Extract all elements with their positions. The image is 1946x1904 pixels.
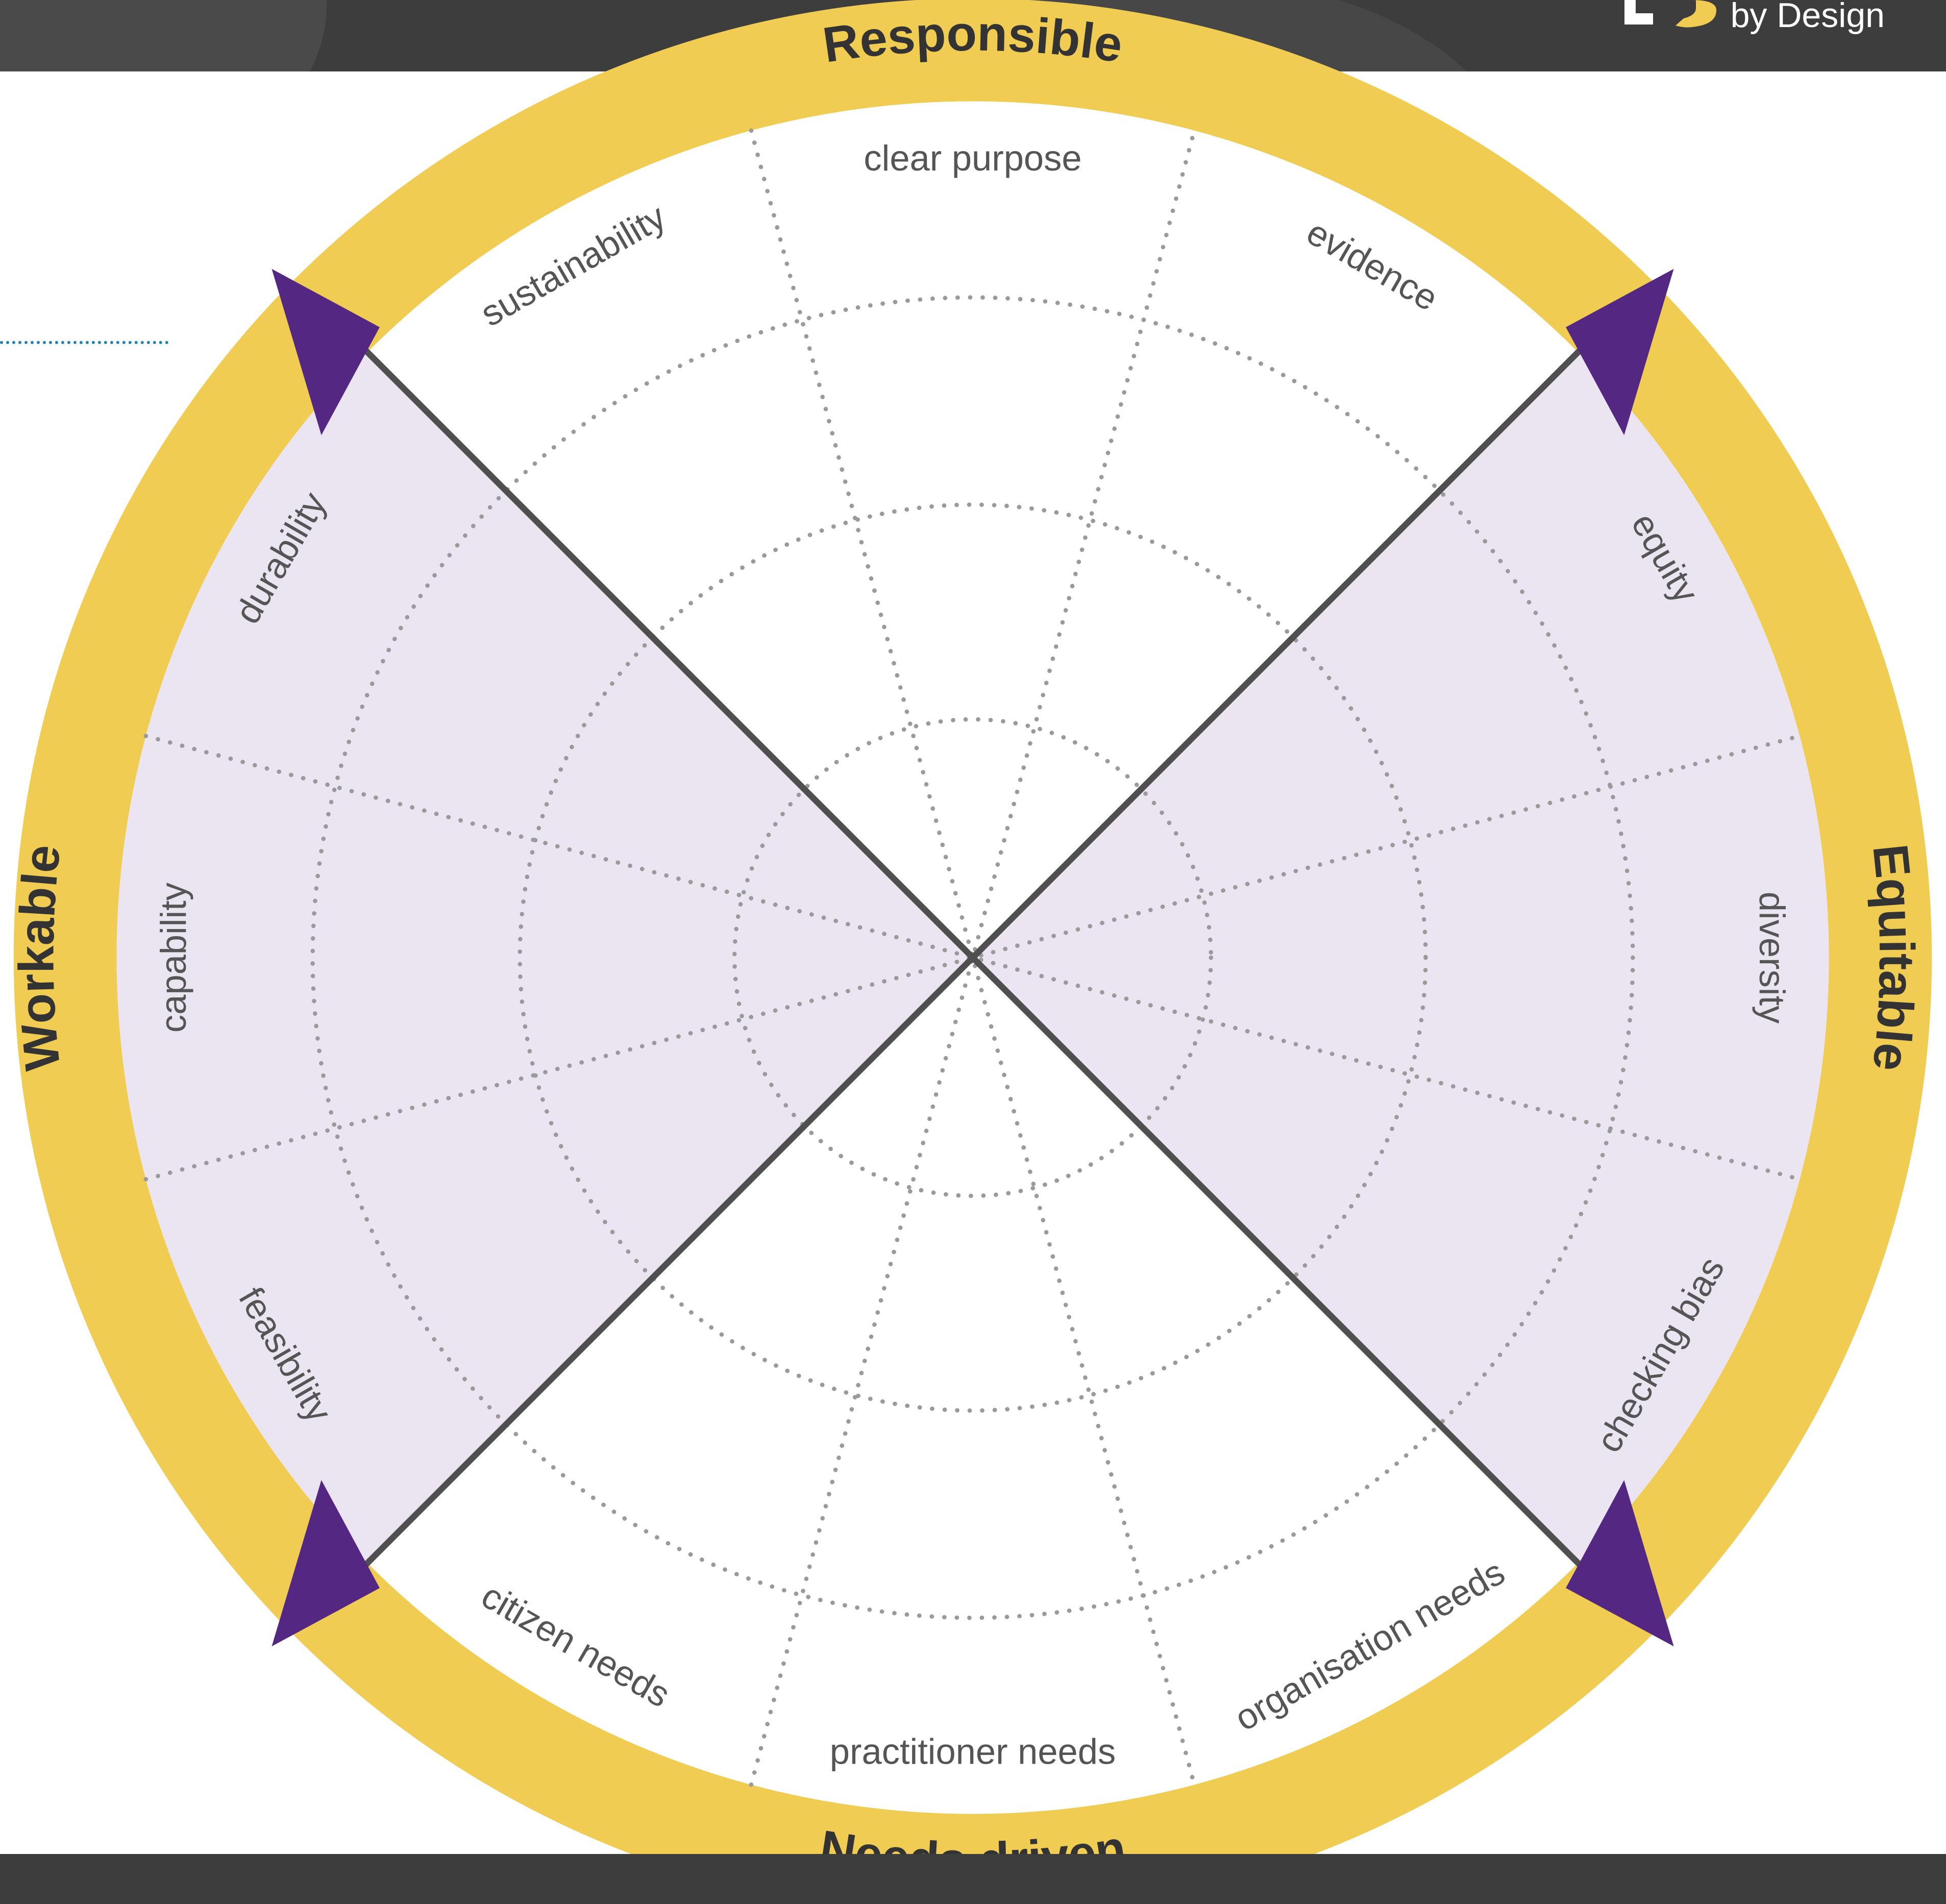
grid-ring bbox=[518, 502, 1428, 1413]
segment-divider bbox=[143, 734, 1802, 1182]
grid-ring bbox=[310, 295, 1635, 1620]
grid-ring bbox=[732, 717, 1214, 1199]
footer-bar bbox=[0, 1854, 1946, 1904]
pillar-title-workable: Workable bbox=[9, 842, 71, 1073]
brand-tagline: by Design bbox=[1730, 0, 1885, 35]
triangle-arrowhead-icon bbox=[272, 268, 380, 435]
segment-divider bbox=[749, 128, 1197, 1787]
triangle-arrowhead-icon bbox=[1566, 268, 1674, 435]
wedge-workable bbox=[116, 352, 973, 1564]
segment-label-clear-purpose: clear purpose bbox=[864, 138, 1081, 178]
segment-divider bbox=[143, 734, 1802, 1182]
triangle-arrowhead-icon bbox=[272, 1480, 380, 1647]
segment-label-diversity: diversity bbox=[1752, 892, 1792, 1024]
axis-spoke bbox=[335, 320, 1611, 1596]
segment-divider bbox=[749, 128, 1197, 1787]
triangle-arrowhead-icon bbox=[1566, 1480, 1674, 1647]
segment-dividers bbox=[143, 128, 1802, 1787]
brand-logo-icon bbox=[1624, 0, 1716, 28]
wheel-group: clear purposeevidenceequitydiversitychec… bbox=[9, 0, 1932, 1904]
header-swoosh-shape bbox=[0, 0, 327, 71]
decorative-dotted-line bbox=[0, 341, 168, 344]
brand: by Design bbox=[1624, 0, 1885, 35]
wedge-equitable bbox=[973, 352, 1829, 1564]
pillar-title-equitable: Equitable bbox=[1862, 842, 1925, 1074]
segment-label-capability: capability bbox=[153, 882, 193, 1033]
segment-label-practitioner-needs: practitioner needs bbox=[830, 1731, 1116, 1771]
